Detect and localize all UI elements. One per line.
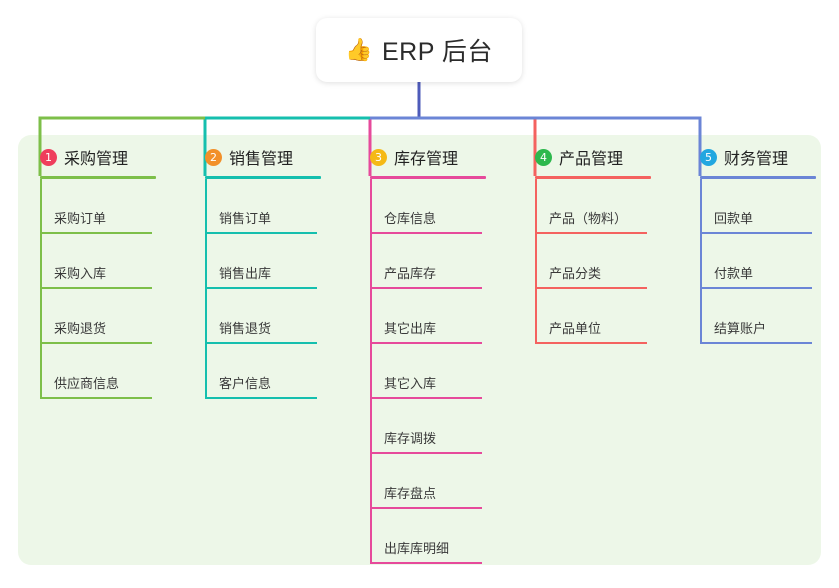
branch-title: 产品管理: [559, 151, 624, 168]
branch-underline: [370, 176, 486, 179]
branch-title: 销售管理: [229, 151, 294, 168]
branch-item[interactable]: 产品单位: [535, 289, 647, 344]
branch-header-4[interactable]: 4 产品管理: [523, 146, 683, 179]
branch-number-badge: 4: [535, 148, 552, 166]
branch-item-label: 客户信息: [219, 376, 272, 391]
branch-item-underline: [700, 287, 812, 289]
branch-header-1[interactable]: 1 采购管理: [28, 146, 188, 179]
branch-item-label: 采购入库: [54, 266, 107, 281]
branch-item[interactable]: 其它出库: [370, 289, 482, 344]
branch-item-label: 销售出库: [219, 266, 272, 281]
branch-spine: [700, 179, 702, 344]
branch-item[interactable]: 销售退货: [205, 289, 317, 344]
branch-item-underline: [205, 287, 317, 289]
branch-number-badge: 1: [40, 148, 57, 166]
branch-item-underline: [40, 342, 152, 344]
branch-item-label: 采购订单: [54, 211, 107, 226]
branch-spine: [370, 179, 372, 564]
branch-item-underline: [535, 287, 647, 289]
branch-spine: [535, 179, 537, 344]
branch-item[interactable]: 采购订单: [40, 179, 152, 234]
diagram-panel: [18, 135, 821, 565]
branch-item-label: 回款单: [714, 211, 754, 226]
branch-item-underline: [370, 397, 482, 399]
root-title: 👍 ERP 后台: [345, 32, 493, 68]
branch-item-label: 产品（物料）: [549, 211, 628, 226]
branch-underline: [700, 176, 816, 179]
branch-column-4: 4 产品管理产品（物料） 产品分类产品单位: [523, 146, 683, 344]
branch-item-label: 付款单: [714, 266, 754, 281]
branch-item[interactable]: 客户信息: [205, 344, 317, 399]
branch-item-label: 其它入库: [384, 376, 437, 391]
branch-item-underline: [700, 232, 812, 234]
branch-item[interactable]: 销售出库: [205, 234, 317, 289]
branch-item-underline: [40, 232, 152, 234]
branch-item[interactable]: 其它入库: [370, 344, 482, 399]
branch-title: 财务管理: [724, 151, 789, 168]
branch-item[interactable]: 销售订单: [205, 179, 317, 234]
branch-item-underline: [205, 397, 317, 399]
branch-title: 库存管理: [394, 151, 459, 168]
root-title-text: ERP 后台: [382, 38, 493, 66]
branch-item[interactable]: 采购入库: [40, 234, 152, 289]
branch-item[interactable]: 产品（物料）: [535, 179, 647, 234]
branch-item[interactable]: 供应商信息: [40, 344, 152, 399]
branch-item-underline: [40, 397, 152, 399]
branch-item-underline: [700, 342, 812, 344]
branch-item-underline: [370, 507, 482, 509]
branch-item-label: 结算账户: [714, 321, 767, 336]
branch-item-label: 库存盘点: [384, 486, 437, 501]
branch-spine: [205, 179, 207, 399]
branch-column-1: 1 采购管理采购订单采购入库采购退货供应商信息: [28, 146, 188, 399]
branch-header-3[interactable]: 3 库存管理: [358, 146, 518, 179]
branch-item-label: 采购退货: [54, 321, 107, 336]
branch-item-label: 供应商信息: [54, 376, 120, 391]
branch-item-label: 库存调拨: [384, 431, 437, 446]
branch-underline: [535, 176, 651, 179]
branch-number-badge: 2: [205, 148, 222, 166]
branch-item[interactable]: 产品分类: [535, 234, 647, 289]
branch-item-underline: [535, 342, 647, 344]
branch-item[interactable]: 仓库信息: [370, 179, 482, 234]
branch-spine: [40, 179, 42, 399]
branch-item[interactable]: 付款单: [700, 234, 812, 289]
branch-title: 采购管理: [64, 151, 129, 168]
branch-number-badge: 5: [700, 148, 717, 166]
branch-header-2[interactable]: 2 销售管理: [193, 146, 353, 179]
branch-underline: [205, 176, 321, 179]
branch-item-underline: [370, 562, 482, 564]
branch-column-3: 3 库存管理仓库信息产品库存其它出库其它入库库存调拨库存盘点出库库明细: [358, 146, 518, 564]
branch-item-underline: [40, 287, 152, 289]
branch-item-underline: [370, 287, 482, 289]
branch-item-underline: [370, 342, 482, 344]
branch-column-5: 5 财务管理回款单付款单结算账户: [688, 146, 839, 344]
branch-column-2: 2 销售管理销售订单销售出库销售退货客户信息: [193, 146, 353, 399]
branch-item-label: 其它出库: [384, 321, 437, 336]
branch-item-underline: [370, 232, 482, 234]
branch-item[interactable]: 采购退货: [40, 289, 152, 344]
branch-item-underline: [205, 232, 317, 234]
branch-item[interactable]: 回款单: [700, 179, 812, 234]
branch-item[interactable]: 产品库存: [370, 234, 482, 289]
thumbs-up-icon: 👍: [345, 37, 373, 62]
branch-item[interactable]: 库存调拨: [370, 399, 482, 454]
branch-item-label: 仓库信息: [384, 211, 437, 226]
branch-item-label: 产品单位: [549, 321, 602, 336]
branch-item[interactable]: 结算账户: [700, 289, 812, 344]
branch-item-label: 产品分类: [549, 266, 602, 281]
branch-item-underline: [370, 452, 482, 454]
branch-item-label: 出库库明细: [384, 541, 450, 556]
branch-underline: [40, 176, 156, 179]
branch-item-label: 销售退货: [219, 321, 272, 336]
branch-item[interactable]: 库存盘点: [370, 454, 482, 509]
branch-item-underline: [535, 232, 647, 234]
branch-header-5[interactable]: 5 财务管理: [688, 146, 839, 179]
root-node[interactable]: 👍 ERP 后台: [316, 18, 522, 82]
branch-item-label: 产品库存: [384, 266, 437, 281]
branch-number-badge: 3: [370, 148, 387, 166]
branch-item-underline: [205, 342, 317, 344]
branch-item-label: 销售订单: [219, 211, 272, 226]
branch-item[interactable]: 出库库明细: [370, 509, 482, 564]
